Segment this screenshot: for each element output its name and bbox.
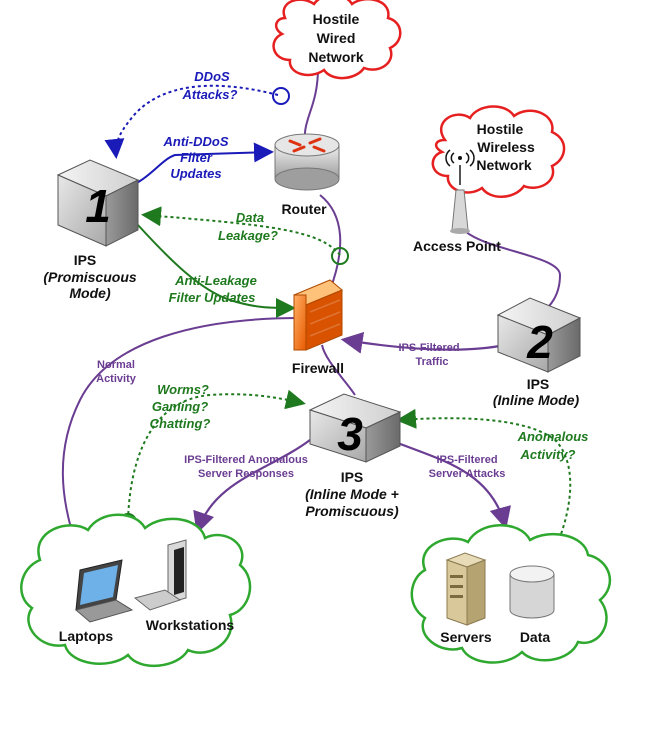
anti-ddos-label: Anti-DDoS Filter Updates (163, 134, 229, 181)
svg-text:Hostile: Hostile (313, 11, 360, 27)
hostile-wireless-cloud: Hostile Wireless Network (431, 105, 566, 198)
ips2-title: IPS (527, 376, 550, 392)
anti-leakage-label: Anti-Leakage Filter Updates (169, 273, 257, 305)
anomalous-responses-arrow (193, 439, 311, 535)
firewall-to-ips3-link (321, 344, 356, 396)
ips2-device-icon: 2 (496, 297, 582, 373)
svg-text:Filter: Filter (180, 150, 213, 165)
ddos-tap-point (272, 87, 290, 105)
ips3-mode-line1: (Inline Mode + (305, 486, 399, 502)
svg-text:IPS-Filtered Anomalous: IPS-Filtered Anomalous (184, 454, 308, 466)
svg-text:Gaming?: Gaming? (152, 399, 208, 414)
svg-text:Server Responses: Server Responses (198, 468, 294, 480)
svg-text:Anomalous: Anomalous (517, 429, 589, 444)
svg-text:Anti-DDoS: Anti-DDoS (163, 134, 229, 149)
worms-arrow (127, 389, 306, 521)
svg-text:Wired: Wired (317, 30, 356, 46)
data-label: Data (520, 629, 551, 645)
svg-text:Traffic: Traffic (415, 356, 448, 368)
firewall-label: Firewall (292, 360, 344, 376)
svg-text:Activity: Activity (96, 373, 137, 385)
svg-text:Network: Network (476, 157, 531, 173)
ddos-attacks-arrow (104, 84, 279, 159)
svg-text:Worms?: Worms? (157, 382, 209, 397)
svg-text:Data: Data (236, 210, 264, 225)
svg-text:Hostile: Hostile (477, 121, 524, 137)
svg-text:Filter Updates: Filter Updates (169, 290, 256, 305)
svg-text:Updates: Updates (170, 166, 221, 181)
router-label: Router (281, 201, 327, 217)
access-point-label: Access Point (413, 238, 501, 254)
svg-text:Leakage?: Leakage? (218, 228, 278, 243)
hostile-wired-cloud: Hostile Wired Network (272, 0, 402, 80)
laptops-label: Laptops (59, 628, 114, 644)
svg-text:Network: Network (308, 49, 363, 65)
firewall-icon (293, 279, 343, 351)
data-leakage-arrow (141, 206, 341, 256)
anomalous-responses-label: IPS-Filtered Anomalous Server Responses (184, 454, 308, 480)
ips1-title: IPS (74, 252, 97, 268)
svg-text:IPS-Filtered: IPS-Filtered (436, 454, 497, 466)
svg-text:IPS-Filtered: IPS-Filtered (398, 342, 459, 354)
svg-text:Chatting?: Chatting? (150, 416, 211, 431)
laptop-icon (74, 559, 134, 623)
anomalous-activity-label: Anomalous Activity? (517, 429, 589, 462)
svg-text:Activity?: Activity? (520, 447, 576, 462)
ips3-mode-line2: Promiscuous) (305, 503, 399, 519)
ips-filtered-traffic-arrow (340, 331, 506, 354)
workstations-label: Workstations (146, 617, 235, 633)
ips1-mode-line2: Mode) (69, 285, 111, 301)
worms-gaming-chatting-label: Worms? Gaming? Chatting? (150, 382, 211, 431)
leakage-tap-point (331, 247, 349, 265)
data-leakage-label: Data Leakage? (218, 210, 278, 243)
svg-text:Anti-Leakage: Anti-Leakage (174, 273, 257, 288)
ips1-device-icon: 1 (56, 159, 140, 247)
svg-text:Attacks?: Attacks? (182, 87, 238, 102)
ips3-title: IPS (341, 469, 364, 485)
ips1-mode-line1: (Promiscuous (43, 269, 137, 285)
svg-text:3: 3 (337, 408, 363, 460)
router-icon (274, 133, 340, 191)
svg-text:2: 2 (526, 316, 553, 368)
router-to-firewall-link (319, 194, 342, 291)
svg-text:1: 1 (85, 180, 111, 232)
svg-text:Normal: Normal (97, 359, 135, 371)
svg-text:Wireless: Wireless (477, 139, 535, 155)
wireless-signal-icon (445, 149, 475, 167)
servers-label: Servers (440, 629, 492, 645)
data-storage-icon (509, 565, 555, 619)
access-point-icon (450, 165, 470, 234)
server-attacks-arrow (389, 438, 511, 530)
server-attacks-label: IPS-Filtered Server Attacks (429, 454, 506, 480)
ips-filtered-traffic-label: IPS-Filtered Traffic (398, 342, 459, 368)
normal-activity-link (61, 317, 301, 551)
ips2-mode-line1: (Inline Mode) (493, 392, 580, 408)
normal-activity-label: Normal Activity (96, 359, 137, 385)
anomalous-activity-arrow (396, 408, 572, 546)
internal-clients-cloud (20, 513, 252, 668)
ddos-attacks-label: DDoS Attacks? (182, 69, 238, 102)
svg-text:DDoS: DDoS (194, 69, 230, 84)
svg-text:Server Attacks: Server Attacks (429, 468, 506, 480)
anti-leakage-arrow (137, 224, 296, 318)
workstation-icon (133, 539, 187, 611)
server-icon (445, 552, 487, 626)
ips3-device-icon: 3 (308, 393, 402, 463)
